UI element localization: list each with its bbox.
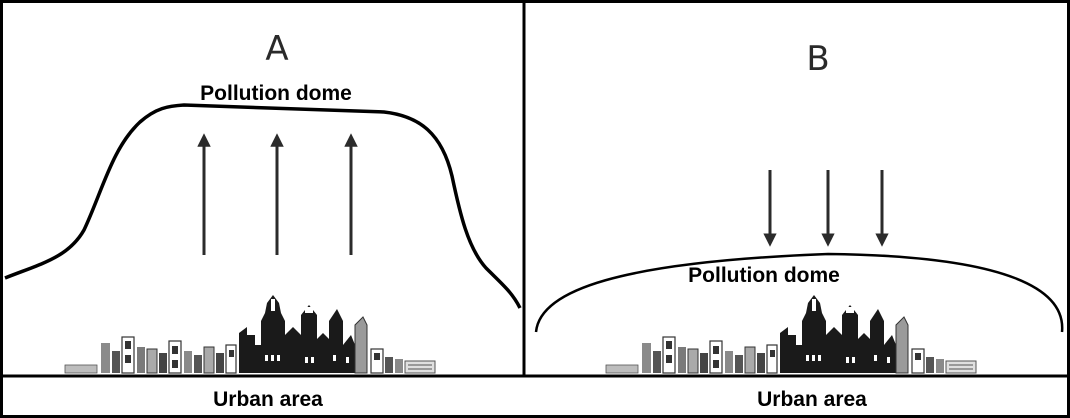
urban-skyline bbox=[64, 294, 436, 374]
panel-b-area-label: Urban area bbox=[757, 388, 867, 411]
panel-a-letter: A bbox=[265, 29, 288, 69]
pollution-dome-curve bbox=[4, 103, 522, 309]
pollution-dome-curve bbox=[534, 252, 1064, 333]
urban-skyline bbox=[605, 294, 977, 374]
panel-a-area-label: Urban area bbox=[213, 388, 323, 411]
panel-b: B Pollution dome Urban area bbox=[534, 39, 1064, 411]
panel-b-letter: B bbox=[806, 39, 829, 79]
panel-a: A Pollution dome Urban area bbox=[4, 29, 522, 411]
panel-a-dome-label: Pollution dome bbox=[200, 82, 352, 105]
panel-b-dome-label: Pollution dome bbox=[688, 264, 840, 287]
